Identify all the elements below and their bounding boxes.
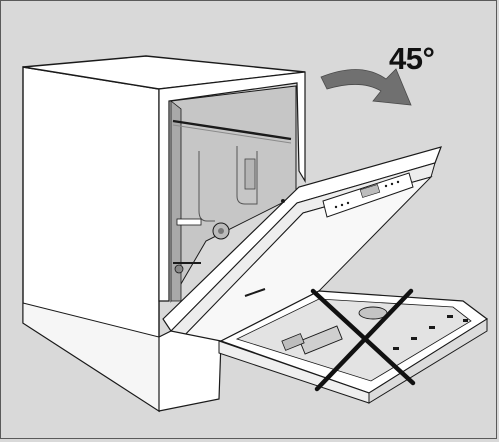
control-buttons [334,180,400,209]
interior-rib-left [198,151,215,222]
filter-hub-center [218,228,224,234]
upper-rack-rail-shadow [172,124,292,144]
angle-label: 45° [389,41,435,76]
rack-wheel-icon [174,264,184,274]
display-window [359,184,381,198]
rack-tray-right [368,318,488,404]
upper-rack-rail [172,119,292,141]
cabinet-front-frame [158,71,306,302]
rack-basket [281,333,305,351]
rotation-arrow-icon [320,68,412,106]
interior-rib-right [236,146,258,205]
cabinet-front-base [158,330,222,412]
rack-inner-rim [235,298,472,382]
door-handle [244,288,266,297]
rack-dispenser [299,325,343,355]
hinge-screw-icon [281,199,285,203]
lower-label [176,218,202,226]
rack-clips [393,315,468,350]
interior-panel [244,158,256,190]
prohibition-cross-icon [310,288,416,392]
